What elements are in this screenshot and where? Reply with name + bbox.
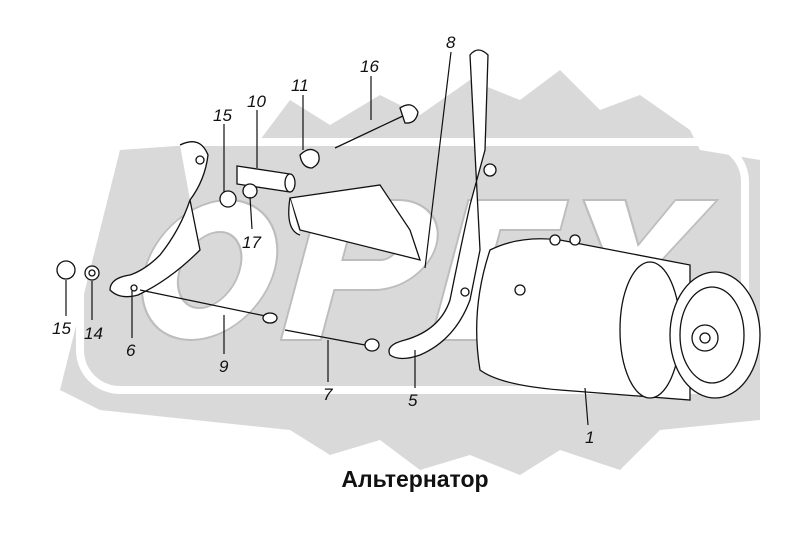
part-1-alternator	[476, 234, 761, 401]
callout-15-top: 15	[213, 106, 232, 125]
callout-6: 6	[126, 341, 136, 360]
callout-1: 1	[585, 428, 594, 447]
callout-16: 16	[360, 57, 379, 76]
part-11-nut	[299, 148, 320, 169]
part-15-nut-left	[56, 260, 76, 280]
part-16-bolt	[334, 104, 419, 149]
callout-7: 7	[323, 385, 333, 404]
callout-17: 17	[242, 233, 261, 252]
callout-9: 9	[219, 357, 229, 376]
callout-11: 11	[291, 76, 309, 95]
part-17-washer	[242, 183, 258, 199]
callout-14: 14	[84, 324, 103, 343]
part-9-bolt	[139, 289, 278, 324]
part-6-bracket	[109, 141, 209, 298]
diagram-title: Альтернатор	[341, 466, 489, 492]
part-14-washer	[84, 265, 100, 281]
callout-5: 5	[408, 391, 418, 410]
part-7-bracket	[284, 184, 421, 352]
leader-lines	[65, 51, 589, 426]
callout-10: 10	[247, 92, 266, 111]
callout-8: 8	[446, 33, 456, 52]
callout-15-left: 15	[52, 319, 71, 338]
part-15-nut	[219, 190, 237, 208]
part-8-link	[388, 49, 497, 360]
